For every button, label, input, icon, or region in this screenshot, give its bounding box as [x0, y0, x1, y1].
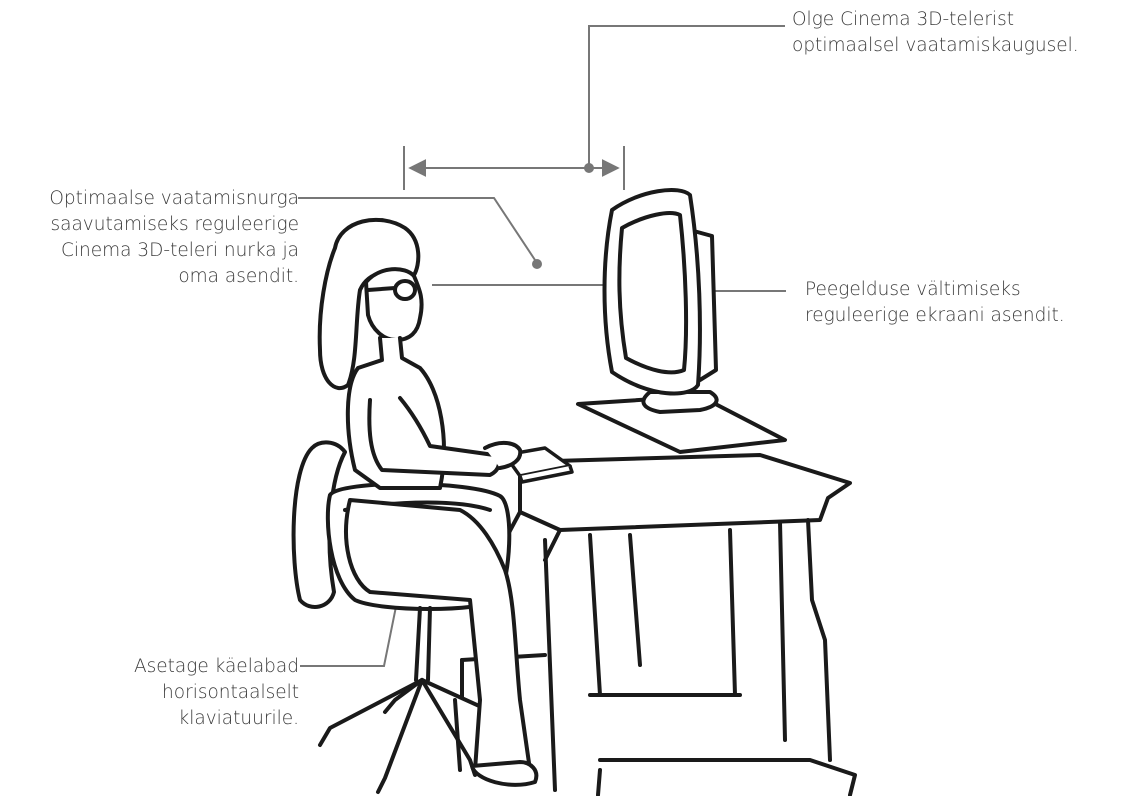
callout-text-line: Asetage käelabad	[133, 656, 299, 677]
monitor	[576, 188, 787, 454]
callout-hands: Asetage käelabad horisontaalselt klaviat…	[134, 654, 299, 732]
leader-viewing-distance	[588, 25, 785, 168]
callout-viewing-angle: Optimaalse vaatamisnurga saavutamiseks r…	[49, 186, 299, 290]
distance-arrow	[403, 146, 625, 190]
callout-text-line: klaviatuurile.	[178, 708, 299, 729]
callout-text-line: Peegelduse vältimiseks	[805, 279, 1021, 300]
callout-text-line: Cinema 3D-teleri nurka ja	[60, 240, 299, 261]
callout-text-line: Olge Cinema 3D-telerist	[792, 9, 1014, 30]
callout-text-line: oma asendit.	[178, 266, 299, 287]
desk	[460, 453, 857, 796]
callout-text-line: Optimaalse vaatamisnurga	[49, 188, 299, 209]
glasses	[366, 279, 417, 301]
callout-viewing-distance: Olge Cinema 3D-telerist optimaalsel vaat…	[792, 7, 1079, 59]
callout-text-line: saavutamiseks reguleerige	[50, 214, 299, 235]
woman	[317, 217, 539, 787]
callout-reflection: Peegelduse vältimiseks reguleerige ekraa…	[805, 277, 1065, 329]
callout-text-line: optimaalsel vaatamiskaugusel.	[792, 35, 1079, 56]
leader-viewing-angle	[298, 197, 538, 264]
callout-text-line: horisontaalselt	[162, 682, 299, 703]
callout-text-line: reguleerige ekraani asendit.	[805, 305, 1065, 326]
